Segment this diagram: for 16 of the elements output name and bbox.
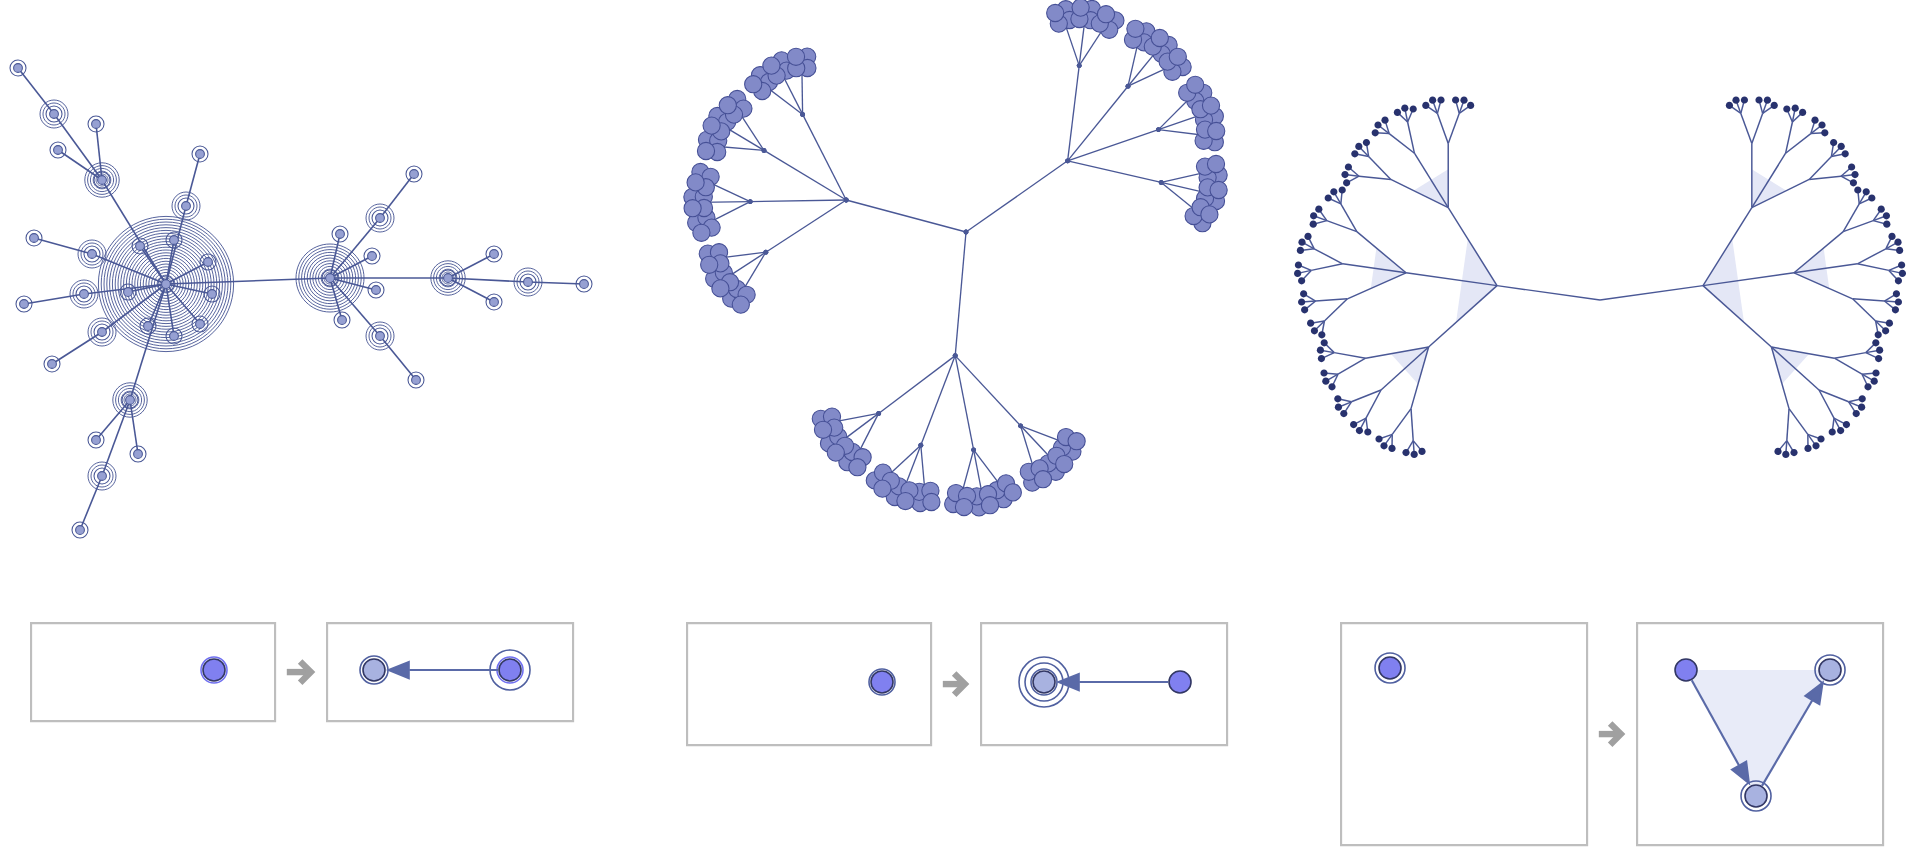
panel-box bbox=[1636, 622, 1885, 847]
circle-marker bbox=[1674, 658, 1698, 682]
circle-marker bbox=[868, 668, 896, 696]
panel-box bbox=[686, 622, 933, 747]
circle-marker bbox=[1018, 656, 1070, 708]
panel-box bbox=[1340, 622, 1589, 847]
panel-box bbox=[30, 622, 277, 723]
circle-marker bbox=[1168, 670, 1192, 694]
circle-marker bbox=[359, 655, 389, 685]
panel-box bbox=[326, 622, 575, 723]
circle-marker bbox=[489, 649, 531, 691]
panel-box bbox=[980, 622, 1229, 747]
circle-marker bbox=[200, 656, 228, 684]
circle-marker bbox=[1814, 654, 1846, 686]
circle-marker bbox=[1374, 652, 1406, 684]
circle-marker bbox=[1740, 780, 1772, 812]
